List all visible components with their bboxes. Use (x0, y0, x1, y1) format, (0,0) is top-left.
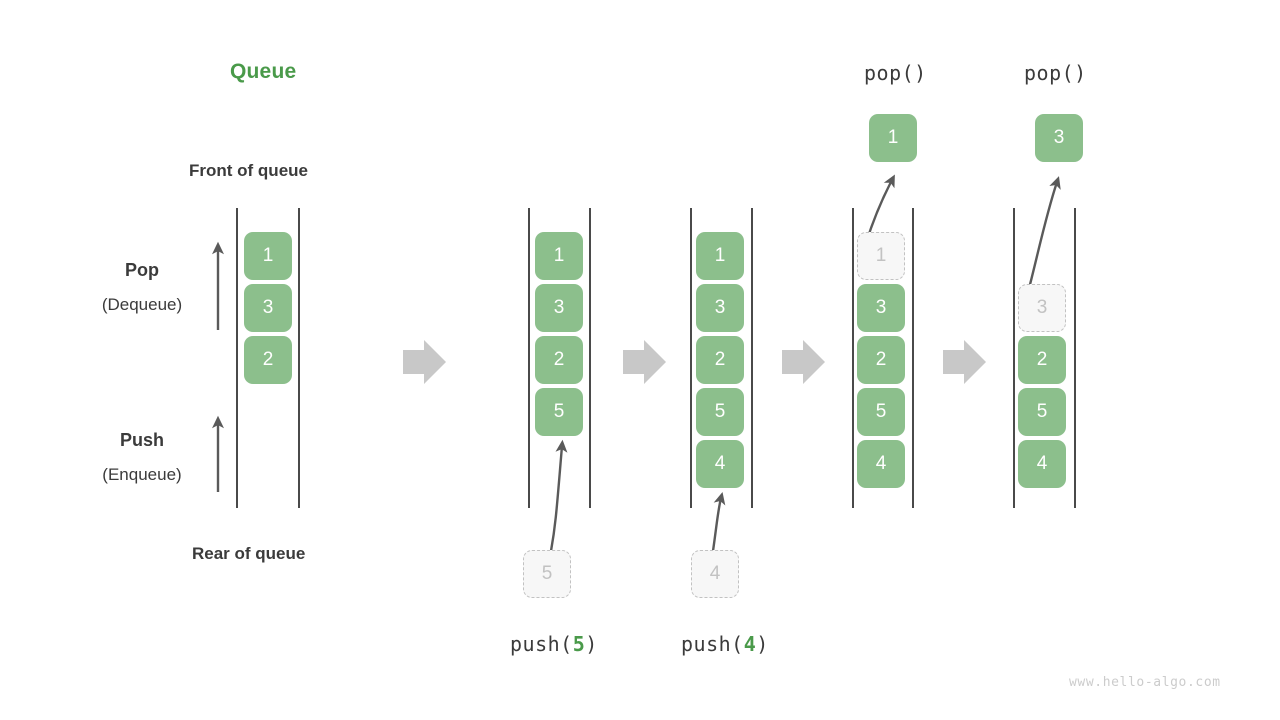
cell-col2-2: 2 (535, 336, 583, 384)
pop-arrow-3 (1025, 176, 1061, 297)
rail-col5-left (1013, 208, 1015, 508)
rail-col2-left (528, 208, 530, 508)
ghost-outgoing-3: 3 (1018, 284, 1066, 332)
push4-caption: push(4) (681, 632, 769, 656)
cell-col3-1: 3 (696, 284, 744, 332)
pop3-header: pop() (1024, 61, 1087, 85)
cell-col4-0: 3 (857, 284, 905, 332)
rail-col3-left (690, 208, 692, 508)
cell-col5-0: 2 (1018, 336, 1066, 384)
rail-col2-right (589, 208, 591, 508)
rail-col5-right (1074, 208, 1076, 508)
cell-col1-2: 2 (244, 336, 292, 384)
push-arrow-4 (711, 491, 726, 552)
cell-col3-3: 5 (696, 388, 744, 436)
cell-col3-2: 2 (696, 336, 744, 384)
push5-arg: 5 (572, 632, 586, 656)
push4-arg: 4 (743, 632, 757, 656)
cell-col2-0: 1 (535, 232, 583, 280)
watermark: www.hello-algo.com (1069, 675, 1221, 690)
cell-col4-3: 4 (857, 440, 905, 488)
dequeue-label: (Dequeue) (101, 295, 183, 314)
ghost-outgoing-1: 1 (857, 232, 905, 280)
ghost-incoming-5: 5 (523, 550, 571, 598)
enqueue-label: (Enqueue) (102, 465, 182, 484)
cell-col2-3: 5 (535, 388, 583, 436)
front-of-queue-label: Front of queue (189, 161, 308, 180)
flow-arrow-1 (403, 340, 446, 384)
push4-suffix: ) (756, 632, 769, 656)
flow-arrow-2 (623, 340, 666, 384)
cell-col4-1: 2 (857, 336, 905, 384)
cell-col3-0: 1 (696, 232, 744, 280)
push-label: Push (119, 430, 164, 450)
push5-prefix: push( (510, 632, 573, 656)
cell-col3-4: 4 (696, 440, 744, 488)
cell-col1-1: 3 (244, 284, 292, 332)
page-title: Queue (230, 60, 297, 83)
push5-caption: push(5) (510, 632, 598, 656)
rail-col4-right (912, 208, 914, 508)
ghost-incoming-4: 4 (691, 550, 739, 598)
popped-element-1: 1 (869, 114, 917, 162)
flow-arrow-3 (782, 340, 825, 384)
rail-col3-right (751, 208, 753, 508)
cell-col2-1: 3 (535, 284, 583, 332)
rail-col1-right (298, 208, 300, 508)
cell-col5-1: 5 (1018, 388, 1066, 436)
rail-col1-left (236, 208, 238, 508)
cell-col5-2: 4 (1018, 440, 1066, 488)
cell-col1-0: 1 (244, 232, 292, 280)
pop-label: Pop (125, 260, 159, 280)
cell-col4-2: 5 (857, 388, 905, 436)
push4-prefix: push( (681, 632, 744, 656)
push5-suffix: ) (585, 632, 598, 656)
pop1-header: pop() (864, 61, 927, 85)
push-arrow-5 (549, 439, 568, 552)
popped-element-3: 3 (1035, 114, 1083, 162)
flow-arrow-4 (943, 340, 986, 384)
rail-col4-left (852, 208, 854, 508)
rear-of-queue-label: Rear of queue (192, 544, 306, 563)
